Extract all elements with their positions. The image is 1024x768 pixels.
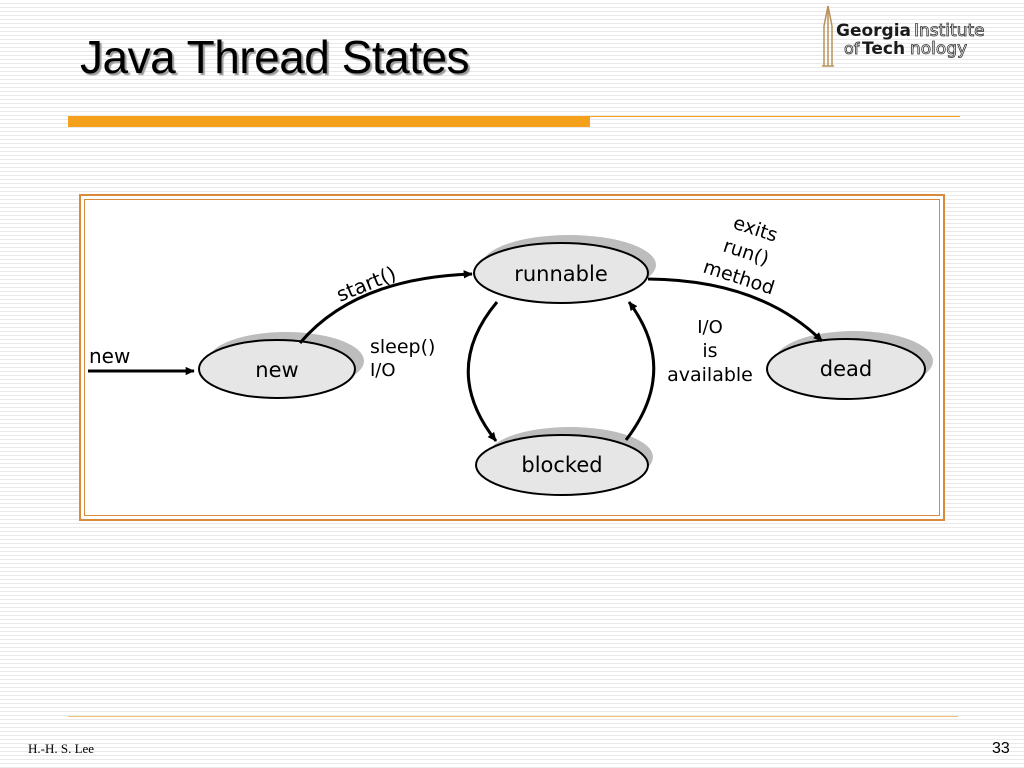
footer-author: H.-H. S. Lee xyxy=(28,741,95,756)
logo-institute: Institute xyxy=(914,21,985,41)
blocked-state-label: blocked xyxy=(521,453,602,477)
dead-state-label: dead xyxy=(820,357,872,381)
runnable-state-label: runnable xyxy=(514,262,608,286)
entry-label: new xyxy=(89,344,130,368)
logo-georgia: Georgia xyxy=(836,21,911,41)
io-available-arrow xyxy=(624,301,656,441)
footer-divider xyxy=(68,716,958,717)
logo-tech: Tech xyxy=(862,39,905,59)
title-underline-thin xyxy=(590,116,960,117)
sleep-label-line2: I/O xyxy=(370,360,396,381)
page-number: 33 xyxy=(992,740,1010,757)
dead-state xyxy=(766,338,926,400)
tower-icon xyxy=(822,5,834,67)
start-arrow xyxy=(298,270,473,344)
new-state xyxy=(198,339,356,399)
io-label-line3: available xyxy=(667,364,753,386)
blocked-state xyxy=(475,434,649,496)
sleep-arrow xyxy=(466,301,499,442)
diagram-frame-inner xyxy=(84,199,940,516)
logo-of: of xyxy=(844,39,860,58)
slide-title: Java Thread States xyxy=(80,31,470,83)
logo-nology: nology xyxy=(910,39,967,59)
runnable-state xyxy=(473,242,649,304)
exit-arrow xyxy=(647,277,824,343)
georgia-tech-logo: Georgia Institute of Tech nology xyxy=(818,4,1018,75)
sleep-label-line1: sleep() xyxy=(370,336,435,358)
io-label-line1: I/O xyxy=(697,317,723,338)
title-underline-thick xyxy=(68,116,590,127)
new-state-label: new xyxy=(255,358,298,382)
io-label-line2: is xyxy=(702,340,717,362)
start-label: start() xyxy=(333,261,400,307)
